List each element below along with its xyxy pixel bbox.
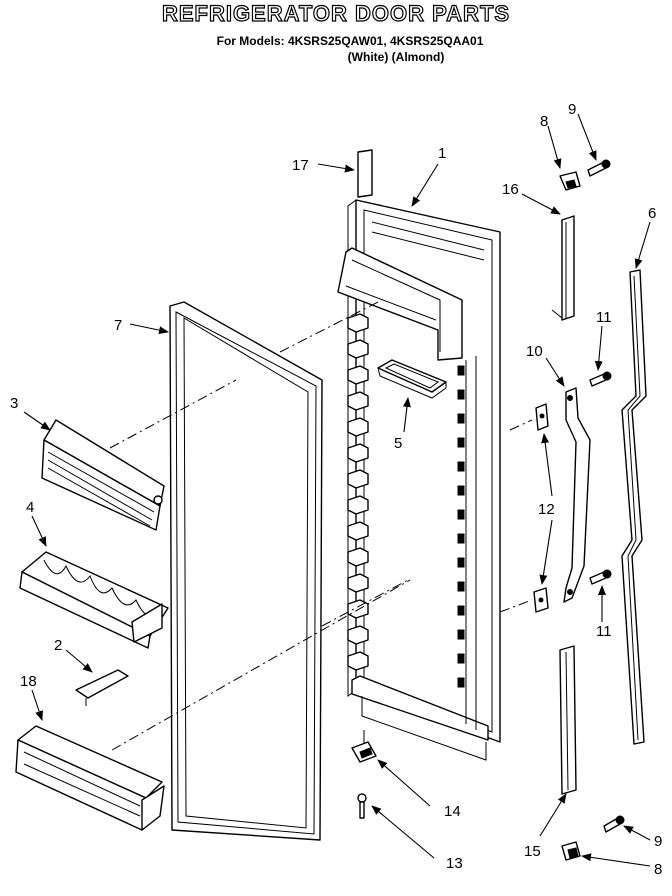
callout-4: 4 [26,499,34,516]
shelf-clip [347,313,369,333]
shelf-slot [457,485,465,496]
callout-8-top: 8 [540,113,548,130]
part-11-screw-upper [589,371,612,387]
part-9-screw-bottom [603,815,625,833]
shelf-clip [347,417,369,437]
callout-17: 17 [292,157,309,174]
shelf-clip [347,469,369,489]
callout-1: 1 [438,145,446,162]
shelf-clip [347,521,369,541]
shelf-slot [457,461,465,472]
callout-16: 16 [502,181,519,198]
shelf-slot [457,365,465,376]
shelf-slot [457,653,465,664]
callout-8-bottom: 8 [654,861,662,878]
shelf-clip [347,625,369,645]
part-4-egg-tray [19,551,169,649]
part-12-plug-lower [533,587,549,613]
shelf-slot [457,557,465,568]
part-8-hinge-top [559,171,581,191]
part-13-screw [357,793,367,819]
shelf-slot [457,437,465,448]
shelf-clips-left [347,313,369,671]
shelf-slot [457,629,465,640]
colors-line: (White) (Almond) [347,50,445,64]
part-15-lower-trim [559,645,577,795]
callout-7: 7 [114,317,122,334]
callout-9-top: 9 [568,101,576,118]
shelf-clip [347,339,369,359]
part-12-plug-upper [535,403,549,431]
callout-3: 3 [10,395,18,412]
shelf-clip [347,573,369,593]
part-2-bin-clip [75,669,129,706]
callout-18: 18 [20,673,37,690]
shelf-clip [347,365,369,385]
guide-line-3 [109,379,237,449]
guide-line-door [321,579,409,627]
callout-13: 13 [446,855,463,872]
part-3-dairy-compartment [41,419,165,531]
part-14-bottom-hinge [351,730,377,763]
shelf-slot [457,533,465,544]
callout-10: 10 [526,343,543,360]
guide-line-7 [279,299,383,353]
shelf-clips-right [457,365,465,688]
part-18-door-bin [15,725,165,831]
callout-5: 5 [394,435,402,452]
part-16-hinge-trim [561,215,575,321]
callout-9-bottom: 9 [654,833,662,850]
part-6-handle [621,269,647,745]
shelf-slot [457,509,465,520]
shelf-slot [457,605,465,616]
models-line: For Models: 4KSRS25QAW01, 4KSRS25QAA01 [216,34,484,48]
part-7-door-gasket [169,301,323,841]
leader-lines [23,113,651,867]
part-10-handle-bracket [563,387,591,603]
callout-11-upper: 11 [596,309,612,326]
shelf-clip [347,547,369,567]
shelf-clip [347,651,369,671]
callout-15: 15 [524,843,541,860]
part-11-screw-lower [589,569,612,585]
callout-6: 6 [648,205,656,222]
callout-12: 12 [538,501,555,518]
shelf-slot [457,389,465,400]
part-8-hinge-bottom [561,841,581,861]
part-5-small-bin [377,359,447,399]
callout-14: 14 [444,803,461,820]
part-17-top-trim [357,149,373,198]
shelf-slot [457,413,465,424]
shelf-clip [347,391,369,411]
shelf-slot [457,581,465,592]
page-title: REFRIGERATOR DOOR PARTS [161,1,511,26]
guide-line-12 [509,419,533,431]
shelf-slot [457,677,465,688]
shelf-clip [347,443,369,463]
shelf-clip [347,495,369,515]
guide-line-18 [111,579,411,751]
guide-line-12b [499,599,533,613]
callout-11-lower: 11 [596,623,612,640]
part-9-screw-top [587,159,611,177]
callout-2: 2 [54,637,62,654]
